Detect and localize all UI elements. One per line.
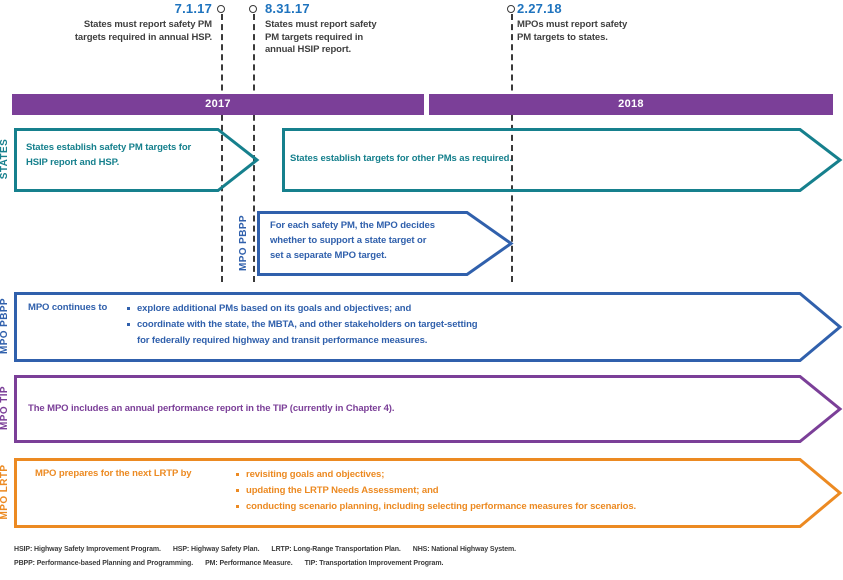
footnote-item: HSIP: Highway Safety Improvement Program… [14,546,161,553]
mpo-decides-text: For each safety PM, the MPO decides whet… [270,220,435,261]
dashed-connector-line [253,14,255,282]
mpo-lrtp-intro: MPO prepares for the next LRTP by [35,468,192,479]
milestone-description: States must report safety PM targets req… [265,19,377,55]
mpo-pbpp-bullet: explore additional PMs based on its goal… [126,301,596,317]
mpo-lrtp-bullet: conducting scenario planning, including … [235,499,775,515]
milestone-2-27-18: 2.27.18 MPOs must report safety PM targe… [517,1,687,44]
footnote-line-2: PBPP: Performance-based Planning and Pro… [14,557,528,571]
year-bar-2017: 2017 [12,94,424,115]
milestone-date: 8.31.17 [265,1,310,16]
mpo-lrtp-bullet: revisiting goals and objectives; [235,467,775,483]
mpo-tip-text: The MPO includes an annual performance r… [28,403,395,414]
mpo-tip-arrow [14,375,843,443]
mpo-pbpp-bullet-list: explore additional PMs based on its goal… [126,301,596,349]
states-arrow2-text: States establish targets for other PMs a… [290,153,512,164]
mpo-lrtp-arrow [14,458,843,528]
milestone-date: 7.1.17 [174,1,212,16]
milestone-8-31-17: 8.31.17 States must report safety PM tar… [265,1,435,57]
milestone-marker-circle [507,5,515,13]
mpo-pbpp-arrow [14,292,843,362]
dashed-connector-line [221,14,223,282]
abbreviation-footnotes: HSIP: Highway Safety Improvement Program… [14,543,528,571]
milestone-marker-circle [217,5,225,13]
footnote-item: PBPP: Performance-based Planning and Pro… [14,560,194,567]
year-bar-2018: 2018 [429,94,833,115]
footnote-item: NHS: National Highway System. [412,546,517,553]
states-arrow-1 [14,128,260,192]
footnote-line-1: HSIP: Highway Safety Improvement Program… [14,543,528,557]
footnote-item: TIP: Transportation Improvement Program. [304,560,444,567]
states-arrow-2 [282,128,843,192]
milestone-description: States must report safety PM targets req… [74,19,212,43]
dashed-connector-line [511,14,513,282]
mpo-lrtp-bullet: updating the LRTP Needs Assessment; and [235,483,775,499]
milestone-date: 2.27.18 [517,1,562,16]
lane-label-mpo-pbpp-decides: MPO PBPP [238,215,249,271]
lane-label-mpo-lrtp: MPO LRTP [0,464,10,520]
mpo-pbpp-intro: MPO continues to [28,302,108,313]
milestone-description: MPOs must report safety PM targets to st… [517,19,628,43]
states-arrow1-text: States establish safety PM targets for H… [26,142,192,168]
footnote-item: LRTP: Long-Range Transportation Plan. [271,546,401,553]
footnote-item: HSP: Highway Safety Plan. [172,546,260,553]
footnote-item: PM: Performance Measure. [205,560,293,567]
mpo-pbpp-bullet: coordinate with the state, the MBTA, and… [126,317,596,349]
mpo-decides-arrow [257,211,514,276]
milestone-7-1-17: 7.1.17 States must report safety PM targ… [12,1,212,44]
lane-label-states: STATES [0,138,10,180]
milestone-marker-circle [249,5,257,13]
mpo-lrtp-bullet-list: revisiting goals and objectives;updating… [235,467,775,515]
